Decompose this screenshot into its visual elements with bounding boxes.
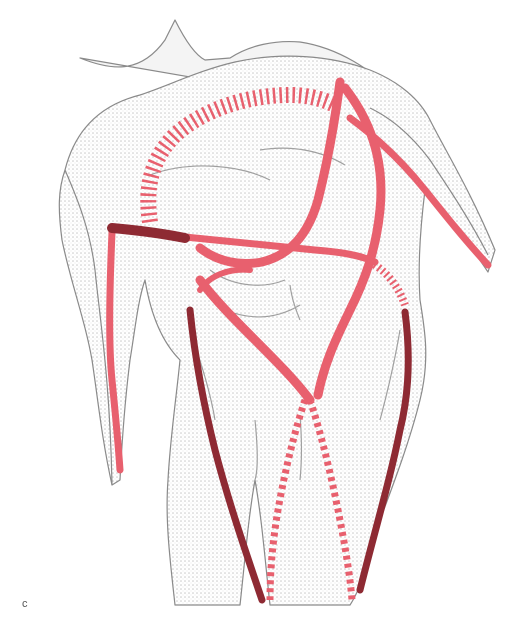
panel-label: c: [22, 598, 28, 610]
